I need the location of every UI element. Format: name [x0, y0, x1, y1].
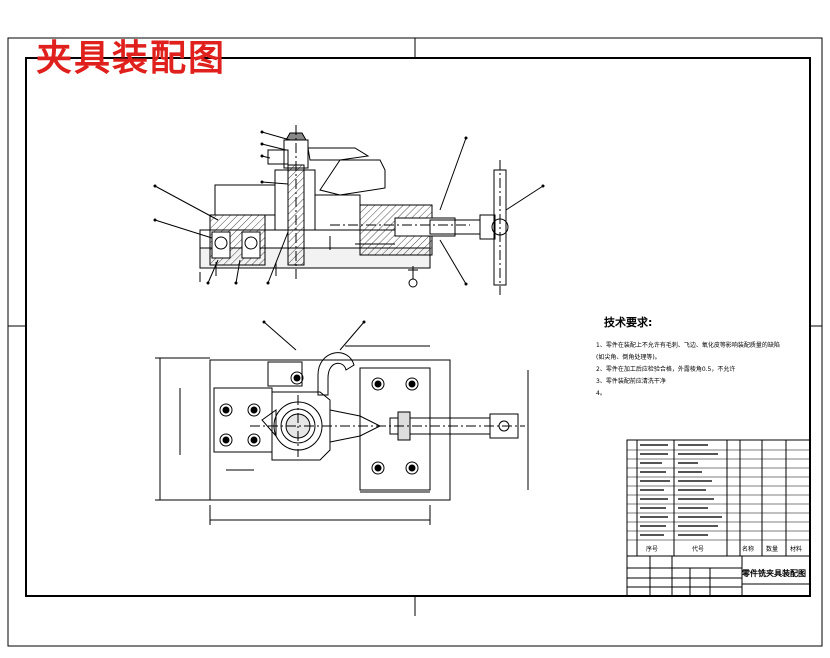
title-block-header-label: 代号 [692, 546, 705, 553]
drawing-title: 夹具装配图 [36, 37, 227, 79]
centering-marks [8, 38, 822, 616]
title-block-header-label: 名称 [742, 546, 755, 553]
title-block-header-label: 材料 [790, 546, 803, 553]
tech-requirement-line: 4。 [596, 390, 606, 397]
title-block [626, 439, 811, 597]
tech-requirement-line: 3、零件装配前应清洗干净 [596, 378, 666, 385]
title-block-header-label: 序号 [646, 546, 659, 553]
tech-requirement-line: 1、零件在装配上不允许有毛刺、飞边、氧化皮等影响装配质量的缺陷 [596, 342, 780, 349]
tech-requirement-line: (如尖角、倒角处理等)。 [596, 354, 661, 361]
parts-list-text [640, 444, 722, 536]
front-view [154, 125, 544, 295]
inner-frame [25, 57, 811, 597]
technical-requirements: 技术要求: 1、零件在装配上不允许有毛刺、飞边、氧化皮等影响装配质量的缺陷 (如… [596, 314, 816, 400]
top-balloons [262, 320, 366, 324]
front-balloons [153, 130, 545, 286]
drawing-name: 零件铣夹具装配图 [742, 569, 806, 578]
tech-requirements-heading: 技术要求: [604, 316, 653, 329]
title-block-header-label: 数量 [766, 546, 779, 553]
tech-requirement-line: 2、零件在加工后应检验合格，外露棱角0.5，不允许 [596, 366, 736, 373]
top-view [155, 321, 529, 525]
